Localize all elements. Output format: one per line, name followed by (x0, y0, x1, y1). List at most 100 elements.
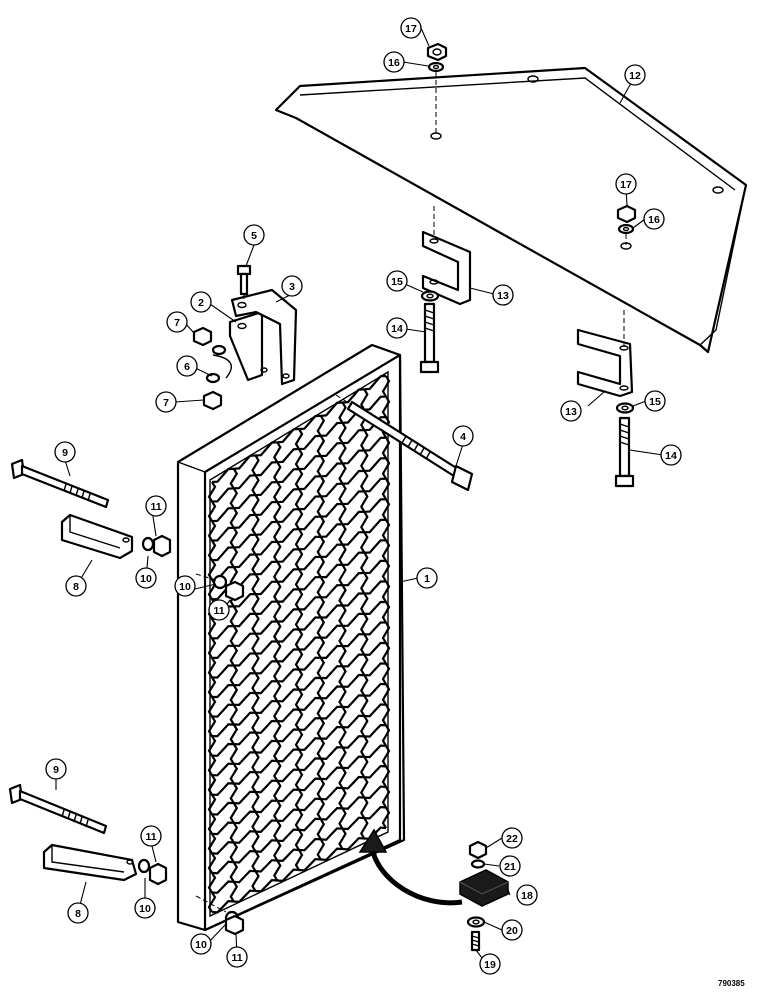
svg-text:15: 15 (649, 396, 661, 408)
nut-11-lower (148, 862, 168, 886)
bolt-14-right (614, 416, 635, 488)
clamp-8-lower (42, 843, 138, 882)
svg-text:11: 11 (145, 831, 156, 843)
washer-10-lower (137, 858, 151, 874)
svg-text:4: 4 (460, 431, 466, 443)
callout-11-upper: 11 (145, 495, 167, 517)
svg-text:10: 10 (140, 573, 152, 585)
svg-text:9: 9 (62, 447, 68, 459)
callout-12: 12 (624, 64, 646, 86)
clamp-8-upper (60, 513, 134, 560)
callout-22: 22 (501, 827, 523, 849)
callout-5: 5 (243, 224, 265, 246)
callout-11-lower: 11 (140, 825, 162, 847)
bolt-5 (236, 264, 252, 296)
svg-text:19: 19 (484, 959, 496, 971)
svg-text:7: 7 (163, 397, 169, 409)
callout-13-lower: 13 (560, 400, 582, 422)
nut-7-upper (192, 326, 213, 347)
svg-text:12: 12 (629, 70, 641, 82)
bolt-14-left (419, 302, 440, 374)
u-bracket-13-upper (421, 230, 472, 306)
callout-19: 19 (479, 953, 501, 975)
bolt-9-lower (8, 783, 108, 835)
svg-text:20: 20 (506, 925, 518, 937)
callout-4: 4 (452, 425, 474, 447)
svg-text:8: 8 (73, 581, 79, 593)
bolt-4 (346, 400, 474, 492)
svg-text:13: 13 (497, 290, 509, 302)
nut-17-upper (426, 42, 448, 62)
screen-grille (207, 374, 391, 914)
callout-9-upper: 9 (54, 441, 76, 463)
callout-18: 18 (516, 884, 538, 906)
callout-8-upper: 8 (65, 575, 87, 597)
callout-2: 2 (190, 291, 212, 313)
callout-14-left: 14 (386, 317, 408, 339)
callout-9-lower: 9 (45, 758, 67, 780)
nut-7-lower (202, 390, 223, 411)
svg-text:22: 22 (506, 833, 518, 845)
svg-text:6: 6 (184, 361, 190, 373)
callout-10-lower: 10 (134, 897, 156, 919)
callout-10-frame: 10 (174, 575, 196, 597)
callout-17-right: 17 (615, 173, 637, 195)
callout-11-frame: 11 (208, 599, 230, 621)
svg-text:1: 1 (424, 573, 430, 585)
callout-16-upper: 16 (383, 51, 405, 73)
svg-text:11: 11 (150, 501, 161, 513)
callout-10-bottom: 10 (190, 933, 212, 955)
nut-22 (468, 840, 488, 860)
svg-text:14: 14 (391, 323, 403, 335)
svg-text:7: 7 (174, 317, 180, 329)
bracket-2 (228, 310, 264, 382)
rubber-pad-18 (459, 869, 509, 907)
svg-text:11: 11 (231, 952, 242, 964)
callout-21: 21 (499, 855, 521, 877)
svg-text:17: 17 (620, 179, 632, 191)
svg-text:18: 18 (521, 890, 533, 902)
callout-8-lower: 8 (67, 902, 89, 924)
bolt-9-upper (10, 458, 110, 509)
callout-16-right: 16 (643, 208, 665, 230)
svg-text:2: 2 (198, 297, 204, 309)
washer-15-left (420, 290, 440, 302)
callout-15-left: 15 (386, 270, 408, 292)
figure-id: 790385 (718, 979, 745, 988)
nut-11-upper (152, 534, 172, 558)
washer-15-right (615, 402, 635, 414)
callout-17-upper: 17 (400, 17, 422, 39)
nut-17-right (616, 204, 637, 224)
callout-20: 20 (501, 919, 523, 941)
svg-text:10: 10 (139, 903, 151, 915)
svg-text:17: 17 (405, 23, 417, 35)
svg-text:9: 9 (53, 764, 59, 776)
u-bracket-13-lower (576, 328, 634, 398)
svg-text:11: 11 (213, 605, 224, 617)
svg-text:14: 14 (665, 450, 677, 462)
callout-14-right: 14 (660, 444, 682, 466)
bracket-3 (230, 288, 298, 386)
svg-text:3: 3 (289, 281, 295, 293)
nut-11-frame (224, 580, 245, 602)
svg-text:8: 8 (75, 908, 81, 920)
washer-6-b (205, 372, 221, 384)
washer-21 (470, 859, 486, 869)
washer-16-right (617, 223, 635, 235)
top-cover-plate (274, 66, 748, 354)
washer-10-upper (141, 536, 155, 552)
svg-text:21: 21 (504, 861, 516, 873)
svg-text:13: 13 (565, 406, 577, 418)
svg-text:16: 16 (648, 214, 660, 226)
washer-16-upper (427, 61, 445, 73)
svg-text:5: 5 (251, 230, 257, 242)
washer-6-a (211, 344, 227, 356)
bolt-19 (470, 930, 481, 952)
callout-11-bottom: 11 (226, 946, 248, 968)
svg-text:15: 15 (391, 276, 403, 288)
callout-6: 6 (176, 355, 198, 377)
svg-text:16: 16 (388, 57, 400, 69)
callout-1: 1 (416, 567, 438, 589)
washer-10-frame (212, 574, 228, 590)
callout-10-upper: 10 (135, 567, 157, 589)
